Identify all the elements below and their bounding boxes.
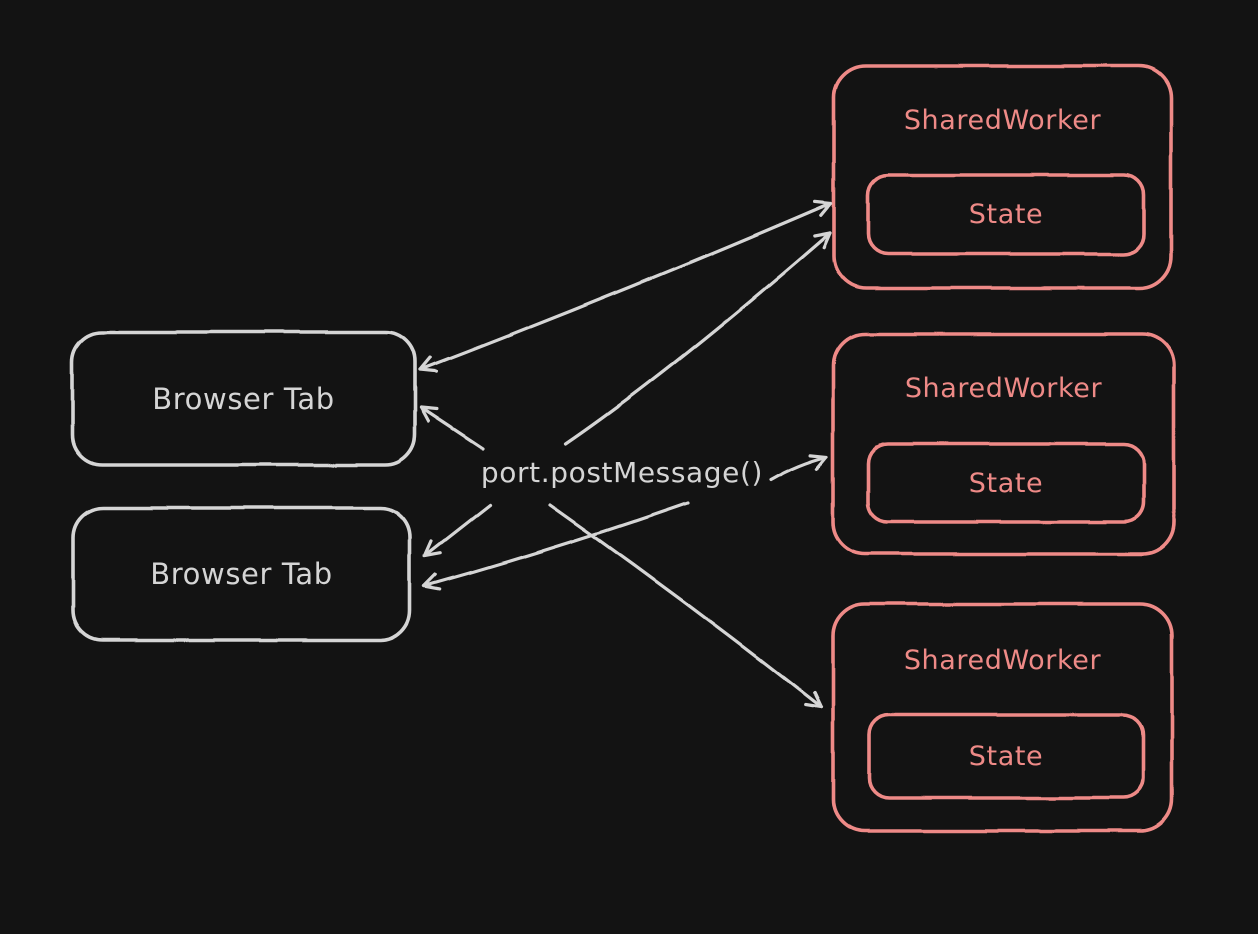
arrow-center-worker3-head-icon [803,690,823,709]
shared-worker-2-state-label: State [968,467,1044,499]
center-postmessage-label: port.postMessage() [480,455,764,489]
arrow-center-worker2-head-icon [809,453,829,471]
arrow-tab1-worker1-head-at-tab-icon [418,356,438,374]
arrow-center-tab1-line [419,406,485,451]
shared-worker-3-state-box [867,713,1145,800]
arrow-tab1-worker1-line [418,201,833,372]
browser-tab-1-box [70,330,417,467]
browser-tab-2-box [71,506,412,642]
shared-worker-1-state-box [866,173,1146,256]
shared-worker-3-state-label: State [968,741,1044,772]
browser-tab-2-label: Browser Tab [150,557,333,591]
browser-tab-1-label: Browser Tab [152,381,335,416]
arrow-worker2-tab2-line [422,501,690,588]
shared-worker-1-box [832,64,1173,290]
arrow-center-worker1-line [563,231,832,446]
shared-worker-2-title: SharedWorker [904,372,1103,404]
arrow-worker2-tab2-head-icon [422,573,442,591]
arrow-center-worker1-head-icon [812,231,832,250]
shared-worker-3-box [831,602,1174,833]
arrow-tab1-worker1-head-at-worker-icon [813,199,833,217]
shared-worker-1-title: SharedWorker [903,104,1102,136]
shared-worker-2-state-box [866,442,1146,524]
arrow-center-tab2-line [423,503,492,558]
shared-worker-1-state-label: State [968,199,1044,230]
arrow-center-tab2-head-icon [423,539,443,558]
arrow-center-worker2-line [769,455,829,482]
arrow-center-worker3-line [548,503,823,709]
arrow-center-tab1-head-icon [419,406,439,424]
shared-worker-3-title: SharedWorker [903,644,1102,676]
shared-worker-2-box [831,332,1176,556]
